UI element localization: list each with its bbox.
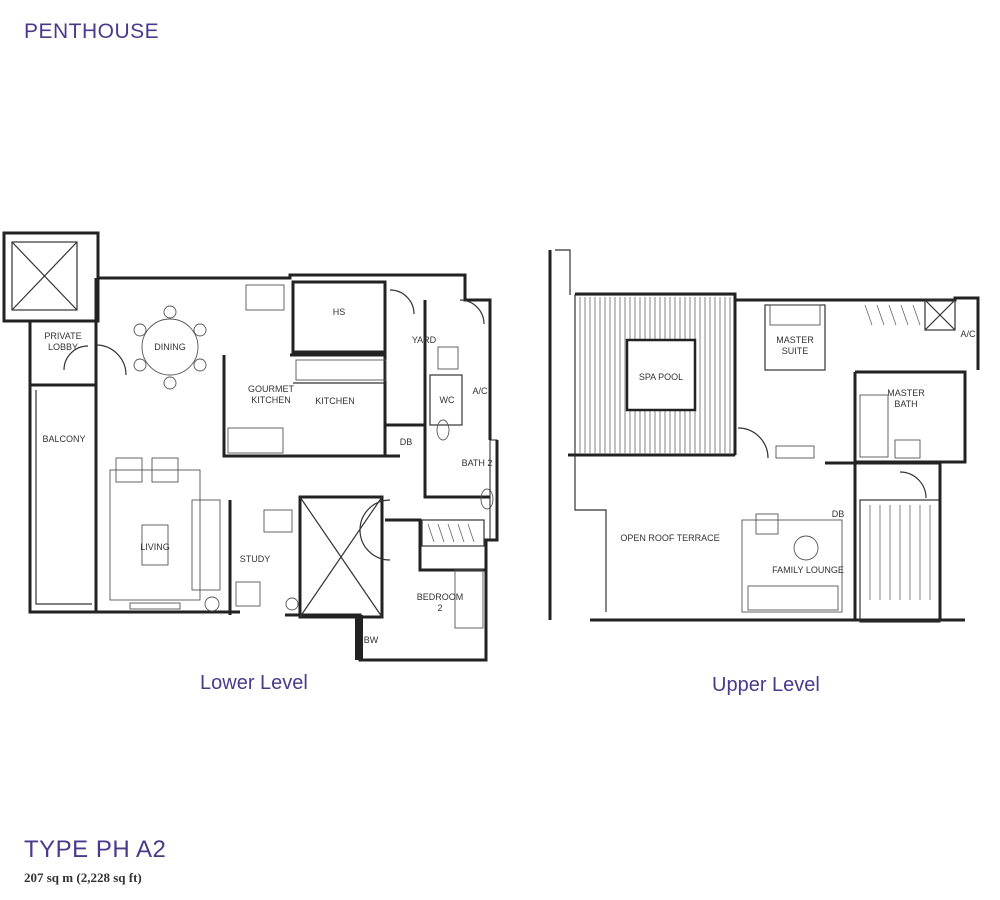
room-label-wc: WC <box>440 395 455 405</box>
room-label-bath2: BATH 2 <box>462 458 493 468</box>
room-label-living: LIVING <box>140 542 170 552</box>
room-label-open-roof-terrace: OPEN ROOF TERRACE <box>620 533 719 543</box>
room-label-study: STUDY <box>240 554 271 564</box>
room-label-gourmet-kitchen-1: GOURMET <box>248 384 295 394</box>
upper-level-caption: Upper Level <box>712 674 820 696</box>
room-label-upper-ac: A/C <box>960 329 976 339</box>
room-label-hs: HS <box>333 307 346 317</box>
room-label-master-bath-2: BATH <box>894 399 917 409</box>
room-label-bw: BW <box>364 635 379 645</box>
room-label-master-suite-1: MASTER <box>776 335 814 345</box>
upper-level-plan <box>548 249 980 623</box>
room-label-dining: DINING <box>154 342 186 352</box>
lower-level-plan <box>2 231 499 662</box>
room-label-bedroom2-1: BEDROOM <box>417 592 464 602</box>
room-label-family-lounge: FAMILY LOUNGE <box>772 565 844 575</box>
room-label-gourmet-kitchen-2: KITCHEN <box>251 395 291 405</box>
room-label-master-bath-1: MASTER <box>887 388 925 398</box>
unit-type: TYPE PH A2 <box>24 836 167 863</box>
room-label-db: DB <box>400 437 413 447</box>
room-label-kitchen: KITCHEN <box>315 396 355 406</box>
room-label-yard: YARD <box>412 335 437 345</box>
room-label-bedroom2-2: 2 <box>437 603 442 613</box>
room-label-private-lobby-2: LOBBY <box>48 342 78 352</box>
room-label-master-suite-2: SUITE <box>782 346 809 356</box>
lower-level-caption: Lower Level <box>200 672 308 694</box>
page-title: PENTHOUSE <box>24 20 160 43</box>
room-label-ac: A/C <box>472 386 488 396</box>
room-label-spa-pool: SPA POOL <box>639 372 683 382</box>
room-label-balcony: BALCONY <box>42 434 85 444</box>
room-label-upper-db: DB <box>832 509 845 519</box>
unit-area: 207 sq m (2,228 sq ft) <box>24 870 142 885</box>
room-label-private-lobby-1: PRIVATE <box>44 331 81 341</box>
